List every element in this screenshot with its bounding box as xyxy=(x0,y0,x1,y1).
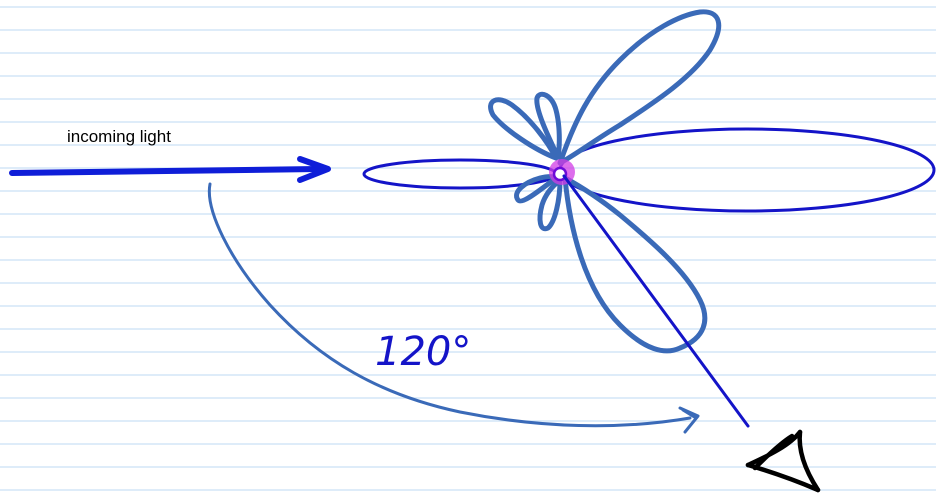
lower-lobe xyxy=(562,175,708,354)
forward-scatter-lobe xyxy=(558,127,936,213)
lower-small-petal xyxy=(537,177,563,232)
line-of-sight xyxy=(562,174,750,428)
hand-drawn-lobes xyxy=(488,9,722,354)
incoming-light-label: incoming light xyxy=(67,127,171,146)
eye-icon xyxy=(745,429,821,493)
incoming-light-arrow xyxy=(9,156,331,183)
angle-arc-arrow xyxy=(207,182,700,434)
angle-value: 120° xyxy=(375,329,471,375)
ruled-lines xyxy=(0,6,936,491)
angle-label: 120° xyxy=(375,329,471,375)
particle-icon xyxy=(549,159,575,185)
upper-left-petal xyxy=(488,97,559,161)
phase-function-ellipses xyxy=(362,127,936,213)
upper-right-lobe xyxy=(557,9,722,166)
upper-small-petal xyxy=(534,91,562,160)
